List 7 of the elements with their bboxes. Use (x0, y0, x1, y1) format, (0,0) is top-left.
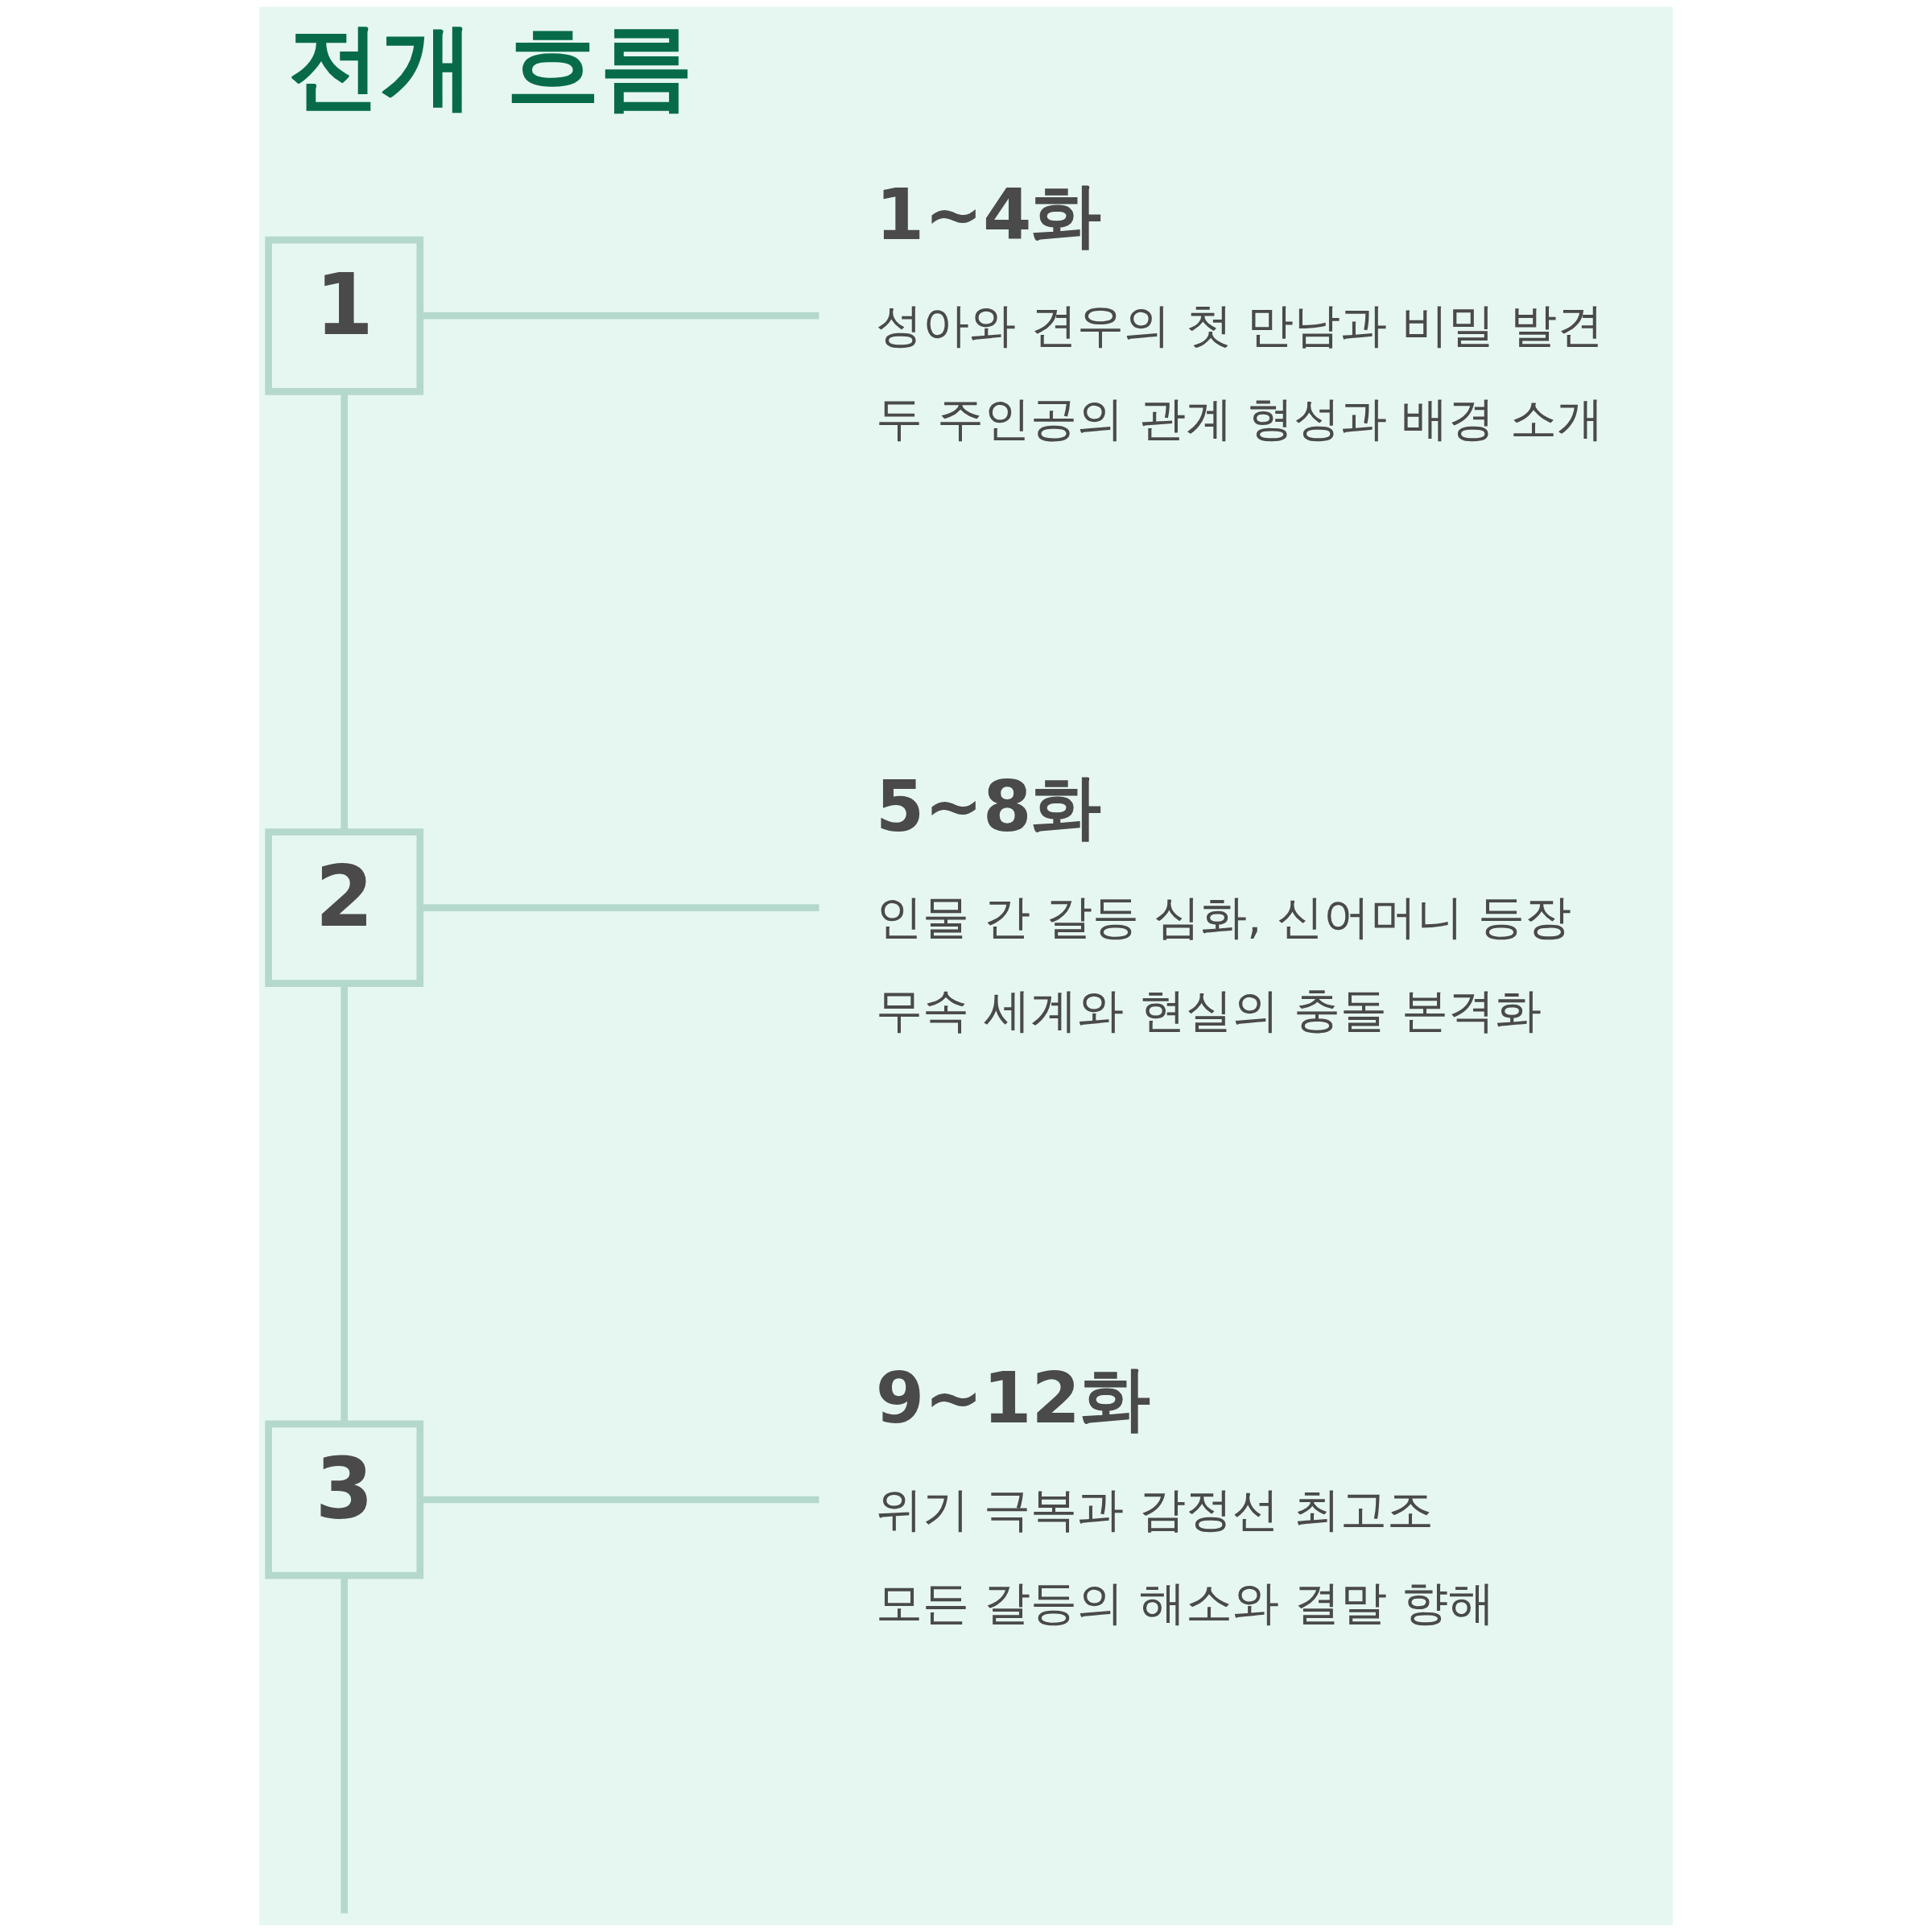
node-text: 9~12화 위기 극복과 감정선 최고조 모든 갈등의 해소와 결말 향해 (875, 1357, 1496, 1630)
node-box: 1 (265, 236, 424, 395)
node-box: 3 (265, 1420, 424, 1579)
node-text: 1~4화 성아와 견우의 첫 만남과 비밀 발견 두 주인공의 관계 형성과 배경 소개 (875, 173, 1604, 446)
node-text: 5~8화 인물 간 갈등 심화, 신어머니 등장 무속 세계와 현실의 충돌 본격화 (875, 766, 1572, 1038)
diagram-title: 전개 흐름 (287, 11, 694, 120)
node-box: 2 (265, 828, 424, 988)
